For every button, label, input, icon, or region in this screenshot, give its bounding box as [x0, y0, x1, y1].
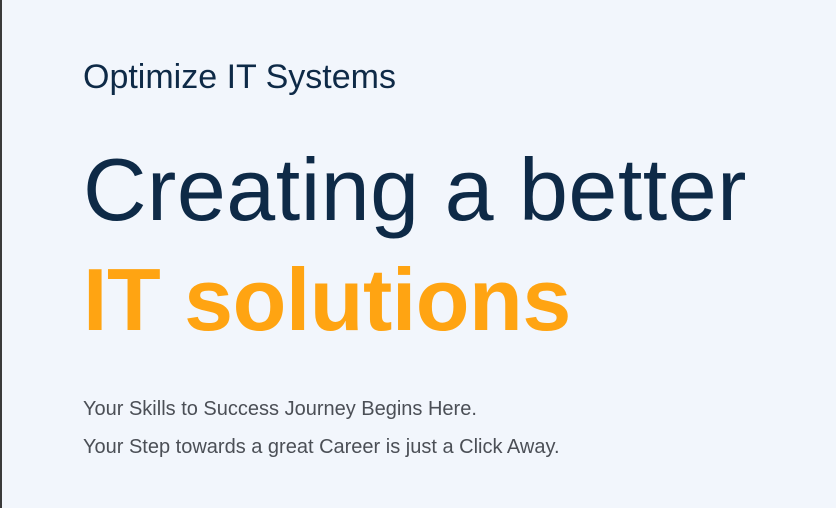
window-left-border [0, 0, 2, 508]
hero-headline: Creating a better [83, 140, 747, 239]
hero-section: Optimize IT Systems Creating a better IT… [83, 0, 836, 508]
hero-eyebrow: Optimize IT Systems [83, 58, 396, 96]
hero-tagline-line: Your Step towards a great Career is just… [83, 436, 560, 458]
hero-tagline-line: Your Skills to Success Journey Begins He… [83, 398, 477, 420]
hero-headline-accent: IT solutions [83, 250, 571, 349]
